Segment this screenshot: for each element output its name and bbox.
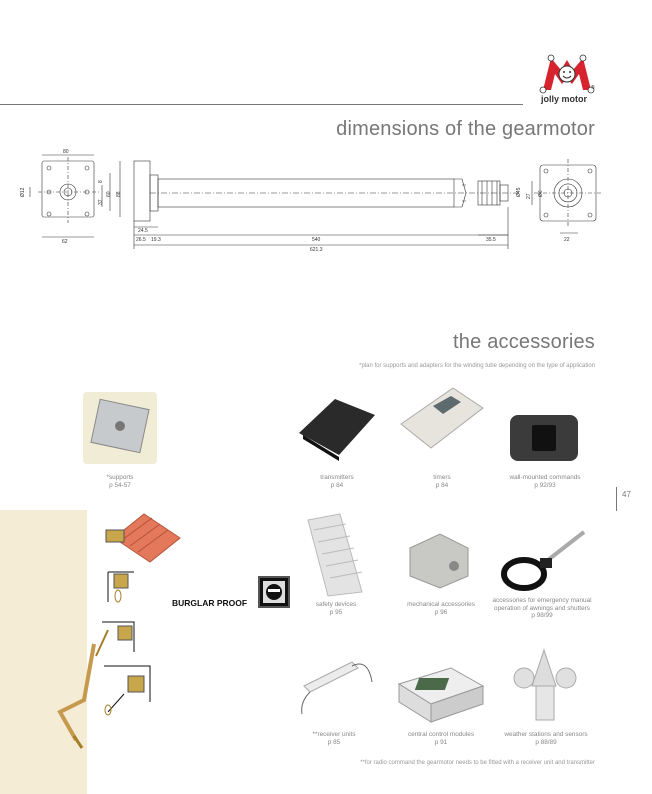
- dim-right-22: 22: [564, 237, 570, 243]
- page-number: 47: [622, 490, 631, 499]
- lock-diagram-3: [100, 662, 152, 716]
- supports-image: [83, 392, 157, 464]
- dim-bar-b: 26.5: [136, 237, 146, 243]
- dim-total-length: 621.3: [310, 247, 323, 253]
- dimensions-title: dimensions of the gearmotor: [336, 118, 595, 140]
- safety-devices-image: [300, 512, 372, 598]
- dim-right-sq: Ø6: [538, 190, 544, 197]
- emergency-manual-image: [498, 526, 588, 596]
- dim-bar-a: 24.5: [138, 228, 148, 234]
- jolly-motor-mascot-icon: [539, 54, 595, 94]
- dim-end-length: 35.5: [486, 237, 496, 243]
- dim-left-height: 88: [116, 191, 122, 197]
- dim-bottom-width: 62: [62, 239, 68, 245]
- transmitters-image: [295, 393, 379, 463]
- dim-left-top: 8: [98, 180, 104, 183]
- gearmotor-dimension-drawing: 80 62 Ø12 88 60 37 8 24.5 26.5 19.3 540 …: [20, 149, 602, 253]
- timers-image: [397, 384, 487, 464]
- lock-diagram-2: [90, 616, 138, 657]
- dim-right-27: 27: [526, 193, 532, 199]
- dim-top-width: 80: [63, 149, 69, 155]
- mechanical-accessories-image: [404, 526, 478, 592]
- supports-note: *plan for supports and adapters for the …: [359, 363, 595, 369]
- accessories-title: the accessories: [453, 331, 595, 353]
- dim-left-mid: 60: [106, 191, 112, 197]
- dim-left-small: 37: [98, 199, 104, 205]
- page-number-rule: [616, 487, 617, 511]
- receiver-units-image: [292, 652, 376, 722]
- header-rule: [0, 104, 523, 105]
- weather-stations-image: [508, 646, 582, 724]
- registered-mark: ®: [591, 85, 595, 91]
- dim-hole-dia: Ø12: [20, 187, 26, 197]
- wall-mounted-commands-image: [508, 413, 580, 463]
- burglar-proof-label: BURGLAR PROOF: [172, 598, 248, 608]
- radio-note: **for radio command the gearmotor needs …: [360, 760, 595, 766]
- central-control-modules-image: [395, 662, 487, 726]
- dim-length: 540: [312, 237, 321, 243]
- awning-arm-illustration: [54, 640, 98, 750]
- burglar-icon: [258, 576, 290, 608]
- dim-shaft-dia: Ø45: [516, 187, 522, 197]
- brand-name: jolly motor: [541, 94, 588, 104]
- dim-bar-c: 19.3: [151, 237, 161, 243]
- brand-logo: jolly motor ®: [537, 52, 597, 104]
- left-side-panel: [0, 510, 87, 794]
- shutter-lock-illustration: [104, 508, 184, 568]
- lock-diagram-1: [106, 571, 136, 606]
